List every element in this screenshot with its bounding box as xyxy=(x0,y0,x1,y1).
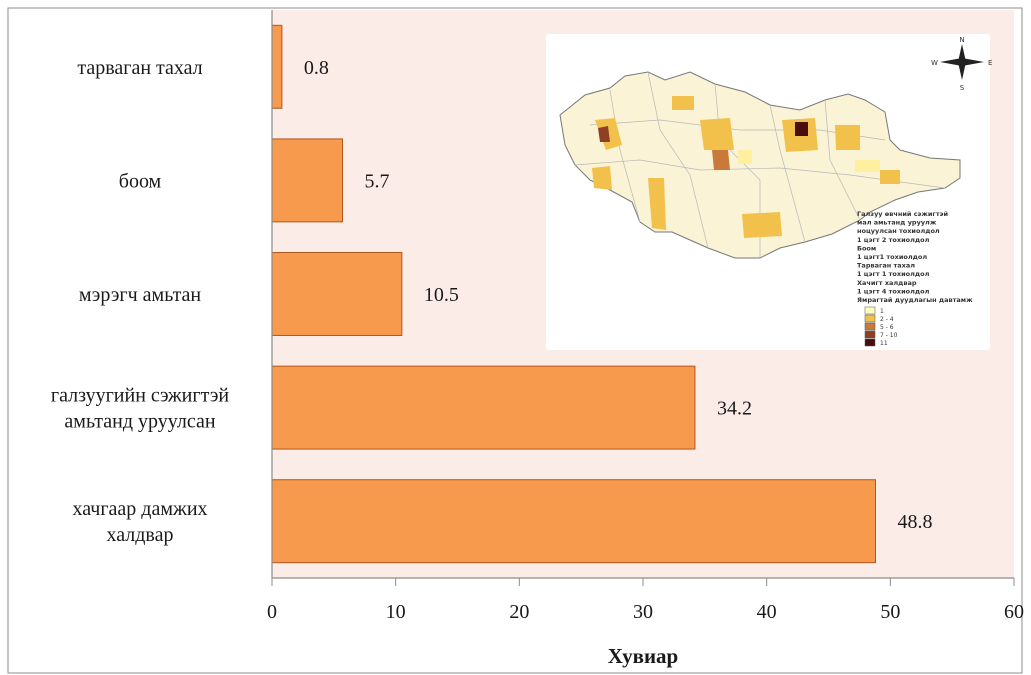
map-legend-line-1: мал амьтанд уруулж xyxy=(857,219,937,227)
map-legend-line-3: 1 цэгт 2 тохиолдол xyxy=(857,236,930,244)
map-compass: N S E W xyxy=(931,36,992,92)
map-legend-swatch-4 xyxy=(864,338,876,347)
map-legend-line-4: Боом xyxy=(857,244,876,252)
map-legend-swatch-label-0: 1 xyxy=(880,308,884,315)
compass-south-label: S xyxy=(960,84,965,92)
map-legend-line-0: Галзуу өвчний сэжигтэй xyxy=(857,210,948,218)
x-tick-label-5: 50 xyxy=(880,601,900,623)
x-tick-label-3: 30 xyxy=(633,601,653,623)
map-legend-swatch-label-2: 5 - 6 xyxy=(880,324,894,331)
x-tick-group: 0 10 20 30 40 50 60 xyxy=(267,578,1024,623)
x-axis-title: Хувиар xyxy=(608,644,679,668)
x-tick-label-4: 40 xyxy=(757,601,777,623)
bar-0 xyxy=(271,24,283,109)
value-label-group: 0.8 5.7 10.5 34.2 48.8 xyxy=(304,57,933,533)
category-label-group: тарваган тахал боом мэрэгч амьтан галзуугий… xyxy=(51,57,230,546)
map-legend-line-7: 1 цэгт 1 тохиолдол xyxy=(857,270,930,278)
map-legend-line-10: Ямрагтай дуудлагын давтамж xyxy=(857,296,973,304)
category-label-2: мэрэгч амьтан xyxy=(79,284,202,306)
bar-1 xyxy=(271,138,343,223)
category-label-0: тарваган тахал xyxy=(77,57,202,79)
compass-west-label: W xyxy=(931,59,938,67)
value-label-0: 0.8 xyxy=(304,57,329,79)
compass-north-label: N xyxy=(959,36,964,44)
x-tick-label-2: 20 xyxy=(509,601,529,623)
map-legend-line-6: Тарваган тахал xyxy=(857,262,915,270)
bar-2 xyxy=(271,252,403,336)
bar-3 xyxy=(271,365,696,450)
bar-group xyxy=(271,24,876,564)
value-label-1: 5.7 xyxy=(364,170,389,192)
category-label-1: боом xyxy=(119,170,162,192)
x-tick-label-1: 10 xyxy=(386,601,406,623)
map-legend-swatch-label-1: 2 - 4 xyxy=(880,316,894,323)
value-label-4: 48.8 xyxy=(897,511,932,533)
chart-frame xyxy=(7,7,1023,674)
map-legend-swatch-1 xyxy=(864,314,876,323)
map-legend-swatch-3 xyxy=(864,330,876,339)
map-legend-line-8: Хачигт халдвар xyxy=(857,279,917,287)
x-tick-label-6: 60 xyxy=(1004,601,1024,623)
map-legend-line-9: 1 цэгт 4 тохиолдол xyxy=(857,287,930,295)
bar-4 xyxy=(271,479,876,564)
map-shaded-regions xyxy=(592,96,900,238)
compass-east-label: E xyxy=(988,59,992,67)
map-legend-line-5: 1 цэгт1 тохиолдол xyxy=(857,253,927,261)
map-legend-swatch-0 xyxy=(864,306,876,315)
map-legend-swatch-label-3: 7 - 10 xyxy=(880,332,898,339)
map-legend-swatch-label-4: 11 xyxy=(880,340,888,347)
x-tick-label-0: 0 xyxy=(267,601,277,623)
value-label-2: 10.5 xyxy=(424,284,459,306)
map-legend-line-2: ноцуулсан тохиолдол xyxy=(857,227,940,235)
map-legend-swatch-2 xyxy=(864,322,876,331)
value-label-3: 34.2 xyxy=(717,398,752,420)
